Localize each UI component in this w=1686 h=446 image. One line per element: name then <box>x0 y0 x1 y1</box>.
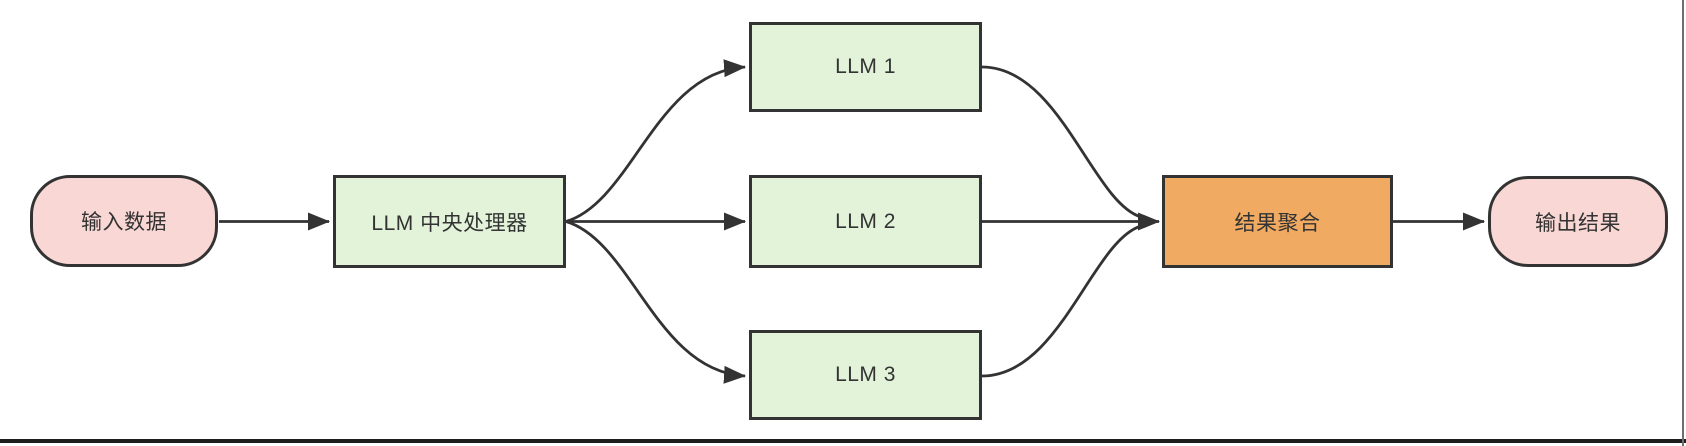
node-llm-3: LLM 3 <box>749 330 982 420</box>
node-llm-2: LLM 2 <box>749 175 982 268</box>
node-input-data-label: 输入数据 <box>81 211 167 234</box>
bottom-divider <box>0 439 1686 443</box>
node-input-data: 输入数据 <box>30 175 218 267</box>
node-result-aggregation-label: 结果聚合 <box>1234 211 1321 235</box>
edge-processor-to-llm3 <box>565 220 746 384</box>
node-llm-central-processor: LLM 中央处理器 <box>333 175 566 268</box>
node-llm-central-processor-label: LLM 中央处理器 <box>371 211 528 235</box>
node-output-result-label: 输出结果 <box>1535 211 1621 235</box>
edge-llm3-to-aggregate <box>981 224 1142 378</box>
node-llm-3-label: LLM 3 <box>835 363 896 386</box>
node-llm-1-label: LLM 1 <box>835 55 896 78</box>
edge-llm1-to-aggregate <box>981 65 1142 219</box>
node-result-aggregation: 结果聚合 <box>1162 175 1393 268</box>
right-border <box>1682 0 1684 446</box>
node-llm-2-label: LLM 2 <box>835 209 896 233</box>
edge-processor-to-llm1 <box>565 59 746 223</box>
node-output-result: 输出结果 <box>1488 176 1668 267</box>
node-llm-1: LLM 1 <box>749 22 982 112</box>
